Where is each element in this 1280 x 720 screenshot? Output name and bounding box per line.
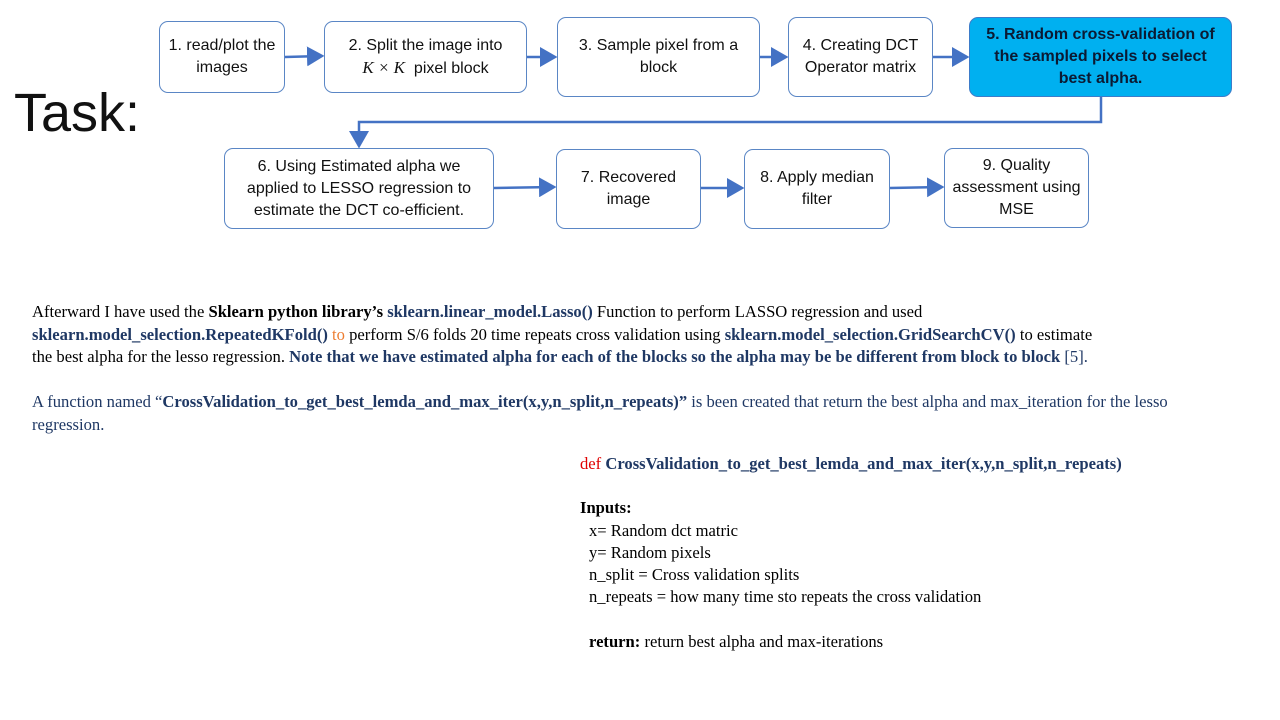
flow-step-5: 5. Random cross-validation of the sample… — [969, 17, 1232, 97]
flow-step-2: 2. Split the image into K × K pixel bloc… — [324, 21, 527, 93]
return-line: return: return best alpha and max-iterat… — [589, 631, 884, 651]
arrow-6-7 — [493, 177, 557, 198]
arrow-8-9 — [889, 177, 945, 198]
lasso-function-name: sklearn.linear_model.Lasso() — [387, 302, 593, 321]
flow-step-3: 3. Sample pixel from a block — [557, 17, 760, 97]
flow-step-6-label: 6. Using Estimated alpha we applied to L… — [246, 157, 472, 219]
flow-step-7: 7. Recovered image — [556, 149, 701, 229]
alpha-note: Note that we have estimated alpha for ea… — [289, 347, 1061, 366]
flow-step-8-label: 8. Apply median filter — [760, 169, 874, 208]
crossvalidation-function-name: CrossValidation_to_get_best_lemda_and_ma… — [162, 392, 688, 411]
input-n-repeats: n_repeats = how many time sto repeats th… — [589, 587, 982, 607]
input-n-split: n_split = Cross validation splits — [589, 565, 800, 585]
input-x: x= Random dct matric — [589, 520, 738, 540]
flow-step-6: 6. Using Estimated alpha we applied to L… — [224, 148, 494, 229]
flow-step-1: 1. read/plot the images — [159, 21, 285, 93]
input-y: y= Random pixels — [589, 542, 711, 562]
repeatedkfold-function-name: sklearn.model_selection.RepeatedKFold() — [32, 324, 328, 344]
paragraph-function-intro: A function named “CrossValidation_to_get… — [32, 392, 1168, 434]
flow-step-2-math: K × K — [362, 57, 406, 77]
flow-step-9: 9. Quality assessment using MSE — [944, 148, 1089, 228]
flow-step-3-label: 3. Sample pixel from a block — [578, 37, 739, 76]
flow-step-4: 4. Creating DCT Operator matrix — [788, 17, 933, 97]
flow-step-1-label: 1. read/plot the images — [168, 37, 276, 76]
flow-step-4-label: 4. Creating DCT Operator matrix — [802, 37, 919, 76]
gridsearchcv-function-name: sklearn.model_selection.GridSearchCV() — [724, 324, 1016, 344]
def-keyword: def — [580, 454, 602, 473]
function-signature: def CrossValidation_to_get_best_lemda_an… — [580, 454, 1122, 473]
function-signature-block: def CrossValidation_to_get_best_lemda_an… — [580, 453, 1240, 653]
inputs-label: Inputs: — [580, 498, 632, 518]
arrow-1-2 — [284, 46, 325, 67]
flow-step-5-label: 5. Random cross-validation of the sample… — [986, 26, 1215, 87]
flow-step-2-label: 2. Split the image into K × K pixel bloc… — [348, 36, 503, 77]
flow-step-8: 8. Apply median filter — [744, 149, 890, 229]
slide-title: Task: — [14, 83, 141, 143]
flow-step-7-label: 7. Recovered image — [580, 169, 677, 208]
paragraph-lasso-description: Afterward I have used the Sklearn python… — [32, 302, 1093, 366]
flow-step-9-label: 9. Quality assessment using MSE — [952, 157, 1081, 218]
arrow-5-6 — [349, 97, 1103, 149]
